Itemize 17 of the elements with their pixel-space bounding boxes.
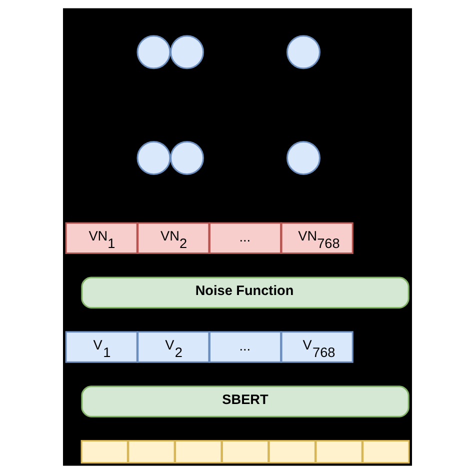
node-circle	[170, 35, 204, 70]
node-box: SBERT	[80, 386, 409, 418]
node-box: ...	[208, 331, 282, 363]
node-circle	[136, 140, 170, 175]
node-box	[220, 440, 269, 464]
node-circle	[170, 140, 204, 175]
node-box: ...	[208, 222, 282, 254]
node-circle	[286, 35, 320, 70]
node-box	[314, 440, 362, 464]
node-box: Noise Function	[80, 276, 409, 308]
node-box	[362, 440, 410, 464]
node-circle	[286, 140, 320, 175]
node-circle	[136, 35, 170, 70]
node-box	[80, 440, 128, 464]
node-box	[174, 440, 222, 464]
node-box	[127, 440, 175, 464]
node-box	[268, 440, 316, 464]
